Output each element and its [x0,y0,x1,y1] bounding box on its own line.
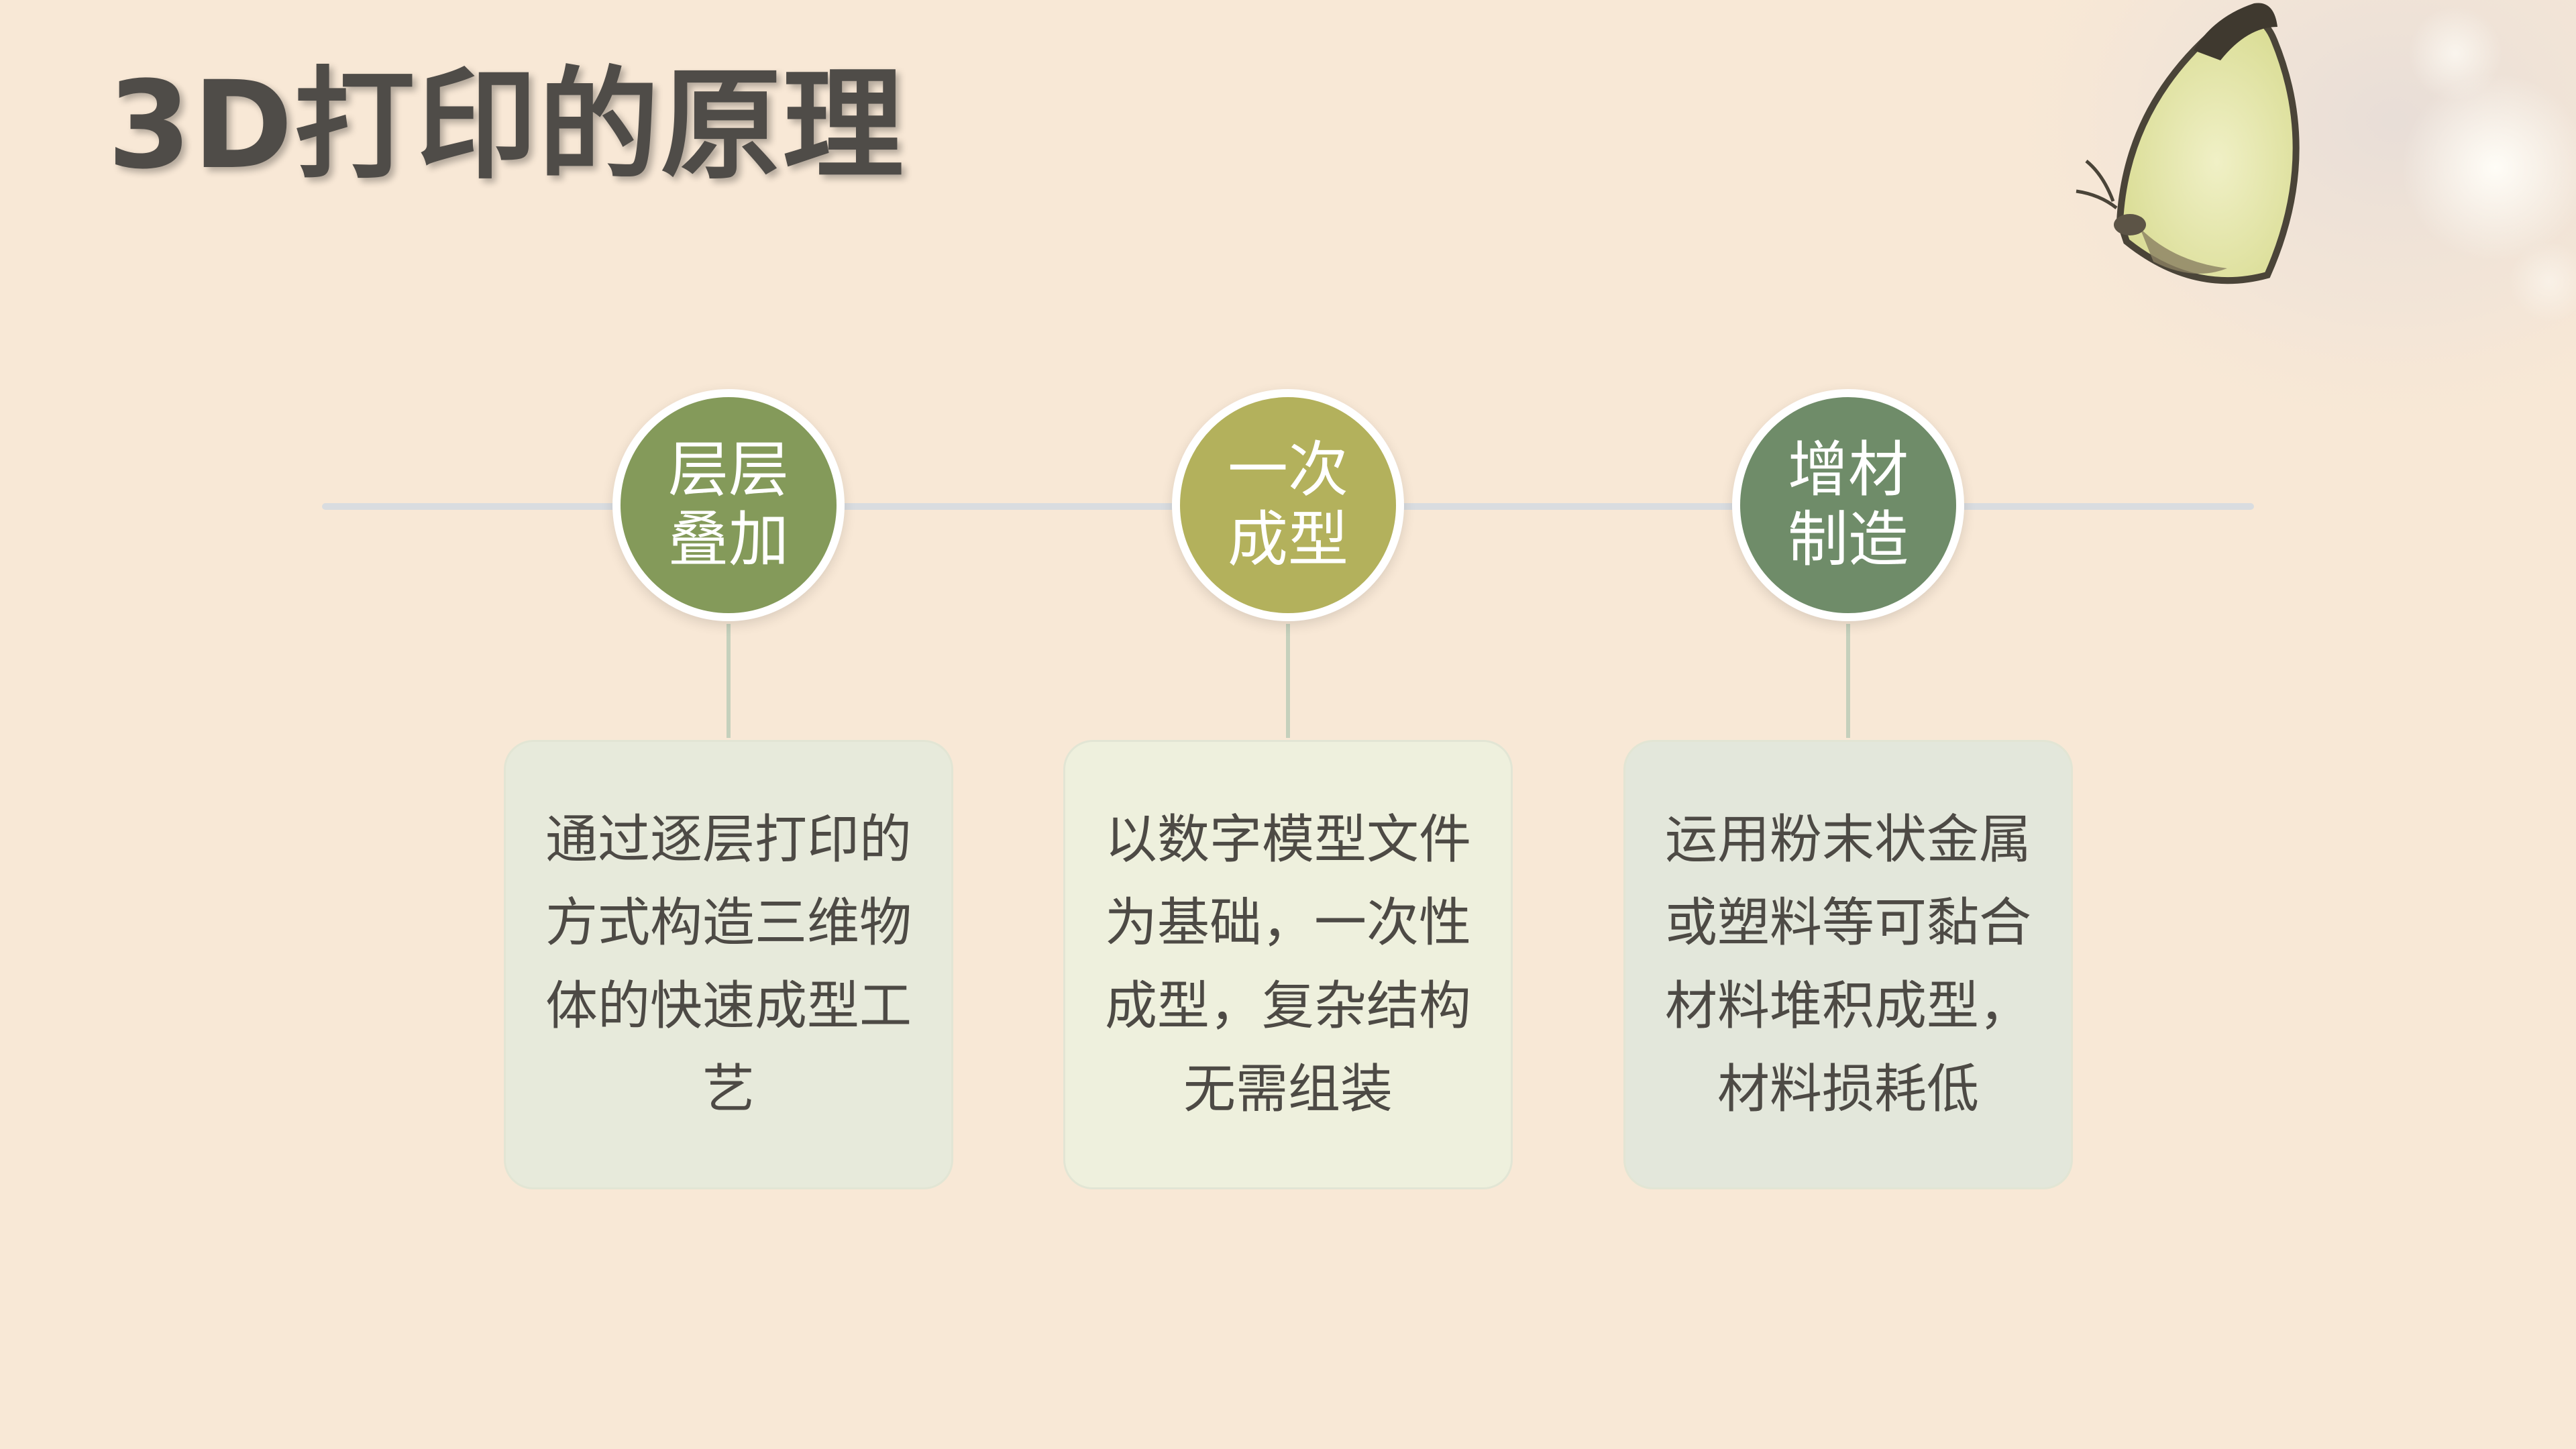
page-title: 3D打印的原理 [107,56,905,196]
connector-line-3 [1846,624,1850,738]
circle-3-line1: 增材 [1788,434,1909,505]
connector-line-2 [1286,624,1290,738]
principle-circle-3: 增材 制造 [1732,389,1964,621]
principle-circle-2: 一次 成型 [1172,389,1404,621]
butterfly-decoration [1972,0,2576,483]
connector-line-1 [727,624,731,738]
circle-3-line2: 制造 [1788,504,1909,575]
circle-1-line1: 层层 [668,434,789,505]
circle-1-line2: 叠加 [668,504,789,575]
principle-card-3: 运用粉末状金属或塑料等可黏合材料堆积成型，材料损耗低 [1623,740,2073,1189]
principle-circle-1: 层层 叠加 [612,389,845,621]
card-3-description: 运用粉末状金属或塑料等可黏合材料堆积成型，材料损耗低 [1664,810,2031,1120]
principle-card-1: 通过逐层打印的方式构造三维物体的快速成型工艺 [504,740,953,1189]
card-2-description: 以数字模型文件为基础，一次性成型，复杂结构无需组装 [1104,810,1471,1120]
circle-2-line1: 一次 [1228,434,1348,505]
circle-2-line2: 成型 [1228,504,1348,575]
principle-card-2: 以数字模型文件为基础，一次性成型，复杂结构无需组装 [1063,740,1513,1189]
butterfly-icon [2076,3,2300,284]
card-1-description: 通过逐层打印的方式构造三维物体的快速成型工艺 [545,810,912,1120]
